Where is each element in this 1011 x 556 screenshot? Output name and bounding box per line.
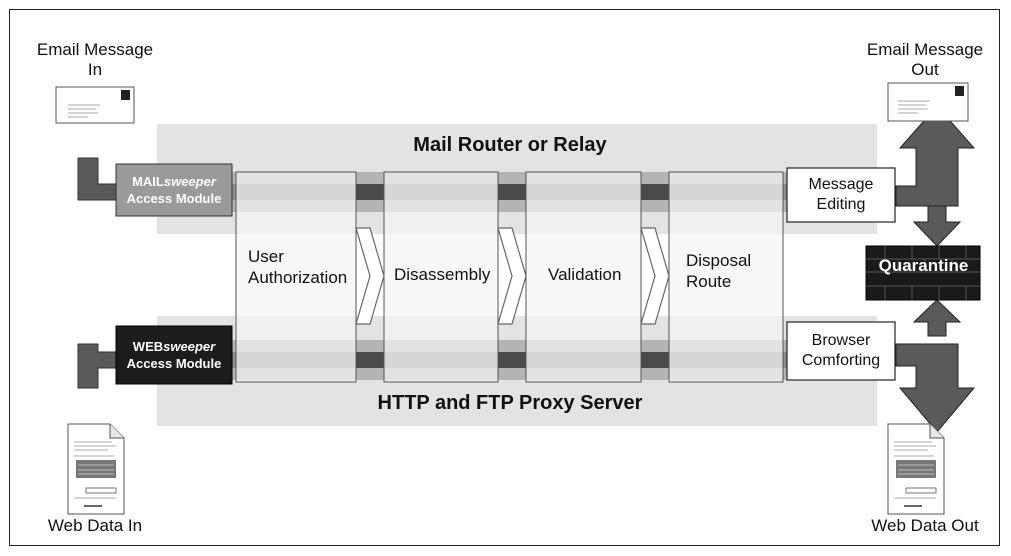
stage-user-authorization-box: [235, 171, 357, 383]
browser-comforting-label: Browser Comforting: [787, 331, 895, 371]
pipe-connectors: [356, 184, 669, 368]
stage-validation-box: [525, 171, 642, 383]
mailsweeper-module-label: MAILsweeper Access Module: [116, 173, 232, 207]
stage-user-authorization-line1: User: [248, 247, 284, 266]
message-editing-label: Message Editing: [787, 175, 895, 215]
mailsweeper-italic: sweeper: [163, 174, 216, 189]
websweeper-line2: Access Module: [126, 356, 222, 371]
message-editing-line2: Editing: [816, 196, 866, 213]
stage-user-authorization: User Authorization: [248, 246, 347, 288]
stage-disposal-route: Disposal Route: [686, 250, 751, 292]
stage-disposal-route-box: [668, 171, 784, 383]
mailsweeper-prefix: MAIL: [132, 174, 164, 189]
diagram-frame: [9, 9, 1000, 546]
message-editing-box: [786, 167, 896, 223]
browser-comforting-box: [786, 321, 896, 381]
websweeper-module-box: [115, 325, 233, 385]
mail-inbound-arrow: [77, 157, 119, 201]
websweeper-italic: sweeper: [163, 339, 216, 354]
quarantine-label: Quarantine: [878, 256, 969, 275]
quarantine-box: [865, 245, 981, 301]
web-document-out-icon: [887, 423, 945, 515]
stage-user-authorization-line2: Authorization: [248, 268, 348, 287]
stage-disassembly-line1: Disassembly: [394, 265, 491, 284]
mailsweeper-line2: Access Module: [126, 191, 222, 206]
mailsweeper-module-box: [115, 163, 233, 217]
browser-comforting-line2: Comforting: [801, 352, 881, 369]
email-out-label: Email Message Out: [850, 40, 1000, 80]
quarantine-up-arrow: [912, 299, 962, 337]
email-in-label: Email Message In: [20, 40, 170, 80]
web-inbound-arrow: [77, 343, 119, 389]
stage-validation: Validation: [548, 264, 621, 285]
email-in-label-line1: Email Message: [36, 40, 154, 59]
browser-comforting-line1: Browser: [811, 332, 871, 349]
email-out-label-line2: Out: [911, 60, 939, 79]
envelope-out-icon: [887, 82, 969, 122]
quarantine-down-arrow: [912, 205, 962, 247]
email-in-label-line2: In: [87, 60, 103, 79]
chevron-arrow-1: [355, 227, 385, 325]
mail-router-title: Mail Router or Relay: [413, 134, 607, 156]
mail-outbound-arrow: [895, 105, 976, 207]
proxy-server-title: HTTP and FTP Proxy Server: [377, 392, 643, 414]
stage-disassembly: Disassembly: [394, 264, 490, 285]
stage-validation-line1: Validation: [548, 265, 622, 284]
web-document-in-icon: [67, 423, 125, 515]
web-data-out-label: Web Data Out: [871, 516, 979, 535]
websweeper-prefix: WEB: [132, 339, 164, 354]
chevron-arrow-2: [497, 227, 527, 325]
message-editing-line1: Message: [808, 176, 874, 193]
envelope-in-icon: [55, 86, 135, 124]
stage-disassembly-box: [383, 171, 499, 383]
email-out-label-line1: Email Message: [866, 40, 984, 59]
chevron-arrow-3: [640, 227, 670, 325]
stage-disposal-route-line2: Route: [686, 272, 732, 291]
web-data-in-label: Web Data In: [47, 516, 143, 535]
stage-disposal-route-line1: Disposal: [686, 251, 752, 270]
websweeper-module-label: WEBsweeper Access Module: [116, 338, 232, 372]
web-outbound-arrow: [895, 343, 976, 433]
